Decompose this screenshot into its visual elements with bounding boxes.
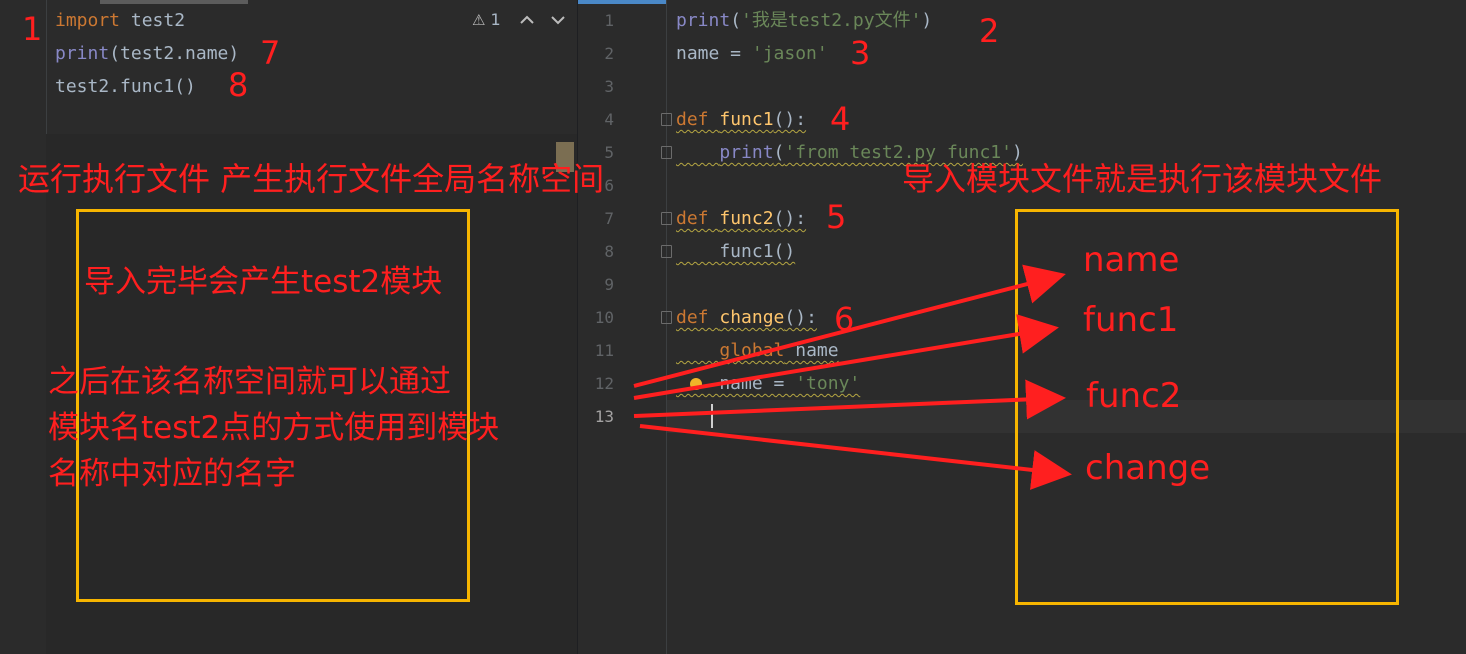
code-token: (): xyxy=(773,109,807,130)
code-token: 'tony' xyxy=(795,373,861,394)
annotation-import-done: 导入完毕会产生test2模块 xyxy=(84,264,443,300)
line-number: 12 xyxy=(594,374,614,393)
code-token: def xyxy=(676,208,720,229)
code-line[interactable]: import test2 xyxy=(55,4,239,37)
module-namespace-box xyxy=(1015,209,1399,605)
code-token: print xyxy=(676,10,731,31)
annotation-import-module: 导入模块文件就是执行该模块文件 xyxy=(902,160,1383,198)
annotation-number-3: 3 xyxy=(850,34,871,72)
fold-marker-icon[interactable] xyxy=(661,245,672,258)
annotation-afterwards-line3: 名称中对应的名字 xyxy=(48,456,296,492)
code-token: func1() xyxy=(676,241,796,262)
code-token: name = xyxy=(676,43,752,64)
code-token: def xyxy=(676,307,720,328)
code-token: change xyxy=(719,307,785,328)
code-line[interactable]: def change(): xyxy=(676,301,1023,334)
code-line[interactable]: name = 'jason' xyxy=(676,37,1023,70)
warning-count: 1 xyxy=(490,10,501,29)
annotation-run-exec: 运行执行文件 产生执行文件全局名称空间 xyxy=(18,160,605,198)
current-line-highlight xyxy=(667,400,1466,433)
split-divider[interactable] xyxy=(577,0,578,654)
exec-namespace-box xyxy=(76,209,470,602)
line-number: 2 xyxy=(604,44,614,63)
code-line[interactable]: print('from test2.py func1') xyxy=(676,136,1023,169)
code-token: func1 xyxy=(719,109,774,130)
right-code-area[interactable]: print('我是test2.py文件')name = 'jason'def f… xyxy=(676,4,1023,433)
module-name-change: change xyxy=(1085,448,1211,488)
code-token: print xyxy=(719,142,774,163)
code-token: global xyxy=(719,340,785,361)
fold-marker-icon[interactable] xyxy=(661,212,672,225)
code-token: 'from test2.py func1' xyxy=(784,142,1012,163)
text-caret xyxy=(711,404,713,428)
fold-marker-icon[interactable] xyxy=(661,146,672,159)
module-name-func2: func2 xyxy=(1086,376,1182,416)
annotation-number-2: 2 xyxy=(979,12,1000,50)
annotation-afterwards-line2: 模块名test2点的方式使用到模块 xyxy=(48,410,500,446)
code-line[interactable]: def func2(): xyxy=(676,202,1023,235)
left-tab-indicator xyxy=(100,0,248,4)
line-number: 1 xyxy=(604,11,614,30)
line-number: 10 xyxy=(594,308,614,327)
code-token: (): xyxy=(784,307,817,328)
line-number: 6 xyxy=(604,176,614,195)
line-number: 3 xyxy=(604,77,614,96)
code-line[interactable]: def func1(): xyxy=(676,103,1023,136)
code-line[interactable]: print('我是test2.py文件') xyxy=(676,4,1023,37)
module-name-name: name xyxy=(1083,240,1180,280)
line-number: 8 xyxy=(604,242,614,261)
fold-marker-icon[interactable] xyxy=(661,311,672,324)
line-number: 11 xyxy=(594,341,614,360)
code-token: def xyxy=(676,109,720,130)
code-token: test2.func1() xyxy=(55,76,196,97)
code-line[interactable]: test2.func1() xyxy=(55,70,239,103)
code-token: func2 xyxy=(719,208,774,229)
right-gutter-divider xyxy=(666,0,667,654)
code-token: import xyxy=(55,10,121,31)
line-number: 5 xyxy=(604,143,614,162)
chevron-up-icon[interactable] xyxy=(520,10,539,29)
inspection-widget[interactable]: ⚠ 1 xyxy=(472,10,565,29)
code-token: test2 xyxy=(120,10,186,31)
code-line[interactable]: func1() xyxy=(676,235,1023,268)
code-token: (): xyxy=(773,208,807,229)
arrow-to-func2 xyxy=(633,379,1066,420)
module-name-func1: func1 xyxy=(1083,300,1179,340)
annotation-number-7: 7 xyxy=(260,34,281,72)
code-token: 'jason' xyxy=(751,43,828,64)
code-token: (test2.name) xyxy=(109,43,240,64)
annotation-number-1: 1 xyxy=(22,10,43,48)
code-token: ( xyxy=(730,10,742,31)
arrow-to-change xyxy=(639,424,1072,490)
code-token: name xyxy=(784,340,839,361)
line-number: 4 xyxy=(604,110,614,129)
right-tab-indicator xyxy=(578,0,666,4)
annotation-number-4: 4 xyxy=(830,100,851,138)
line-number: 9 xyxy=(604,275,614,294)
code-line[interactable]: print(test2.name) xyxy=(55,37,239,70)
left-empty-editor-region xyxy=(46,134,578,654)
code-token: ) xyxy=(1011,142,1023,163)
annotation-afterwards-line1: 之后在该名称空间就可以通过 xyxy=(48,364,451,400)
code-line[interactable]: global name xyxy=(676,334,1023,367)
annotation-number-5: 5 xyxy=(826,198,847,236)
arrow-to-name xyxy=(633,264,1066,388)
code-token: ) xyxy=(921,10,933,31)
annotation-number-8: 8 xyxy=(228,66,249,104)
line-number: 13 xyxy=(594,407,614,426)
code-token: '我是test2.py文件' xyxy=(741,10,922,31)
arrow-to-func1 xyxy=(633,314,1059,400)
chevron-down-icon[interactable] xyxy=(551,10,565,29)
warning-icon[interactable]: ⚠ xyxy=(472,11,486,29)
code-token: ( xyxy=(773,142,785,163)
scrollbar-marker[interactable] xyxy=(556,142,574,172)
fold-marker-icon[interactable] xyxy=(661,113,672,126)
line-number: 7 xyxy=(604,209,614,228)
code-token: print xyxy=(55,43,110,64)
